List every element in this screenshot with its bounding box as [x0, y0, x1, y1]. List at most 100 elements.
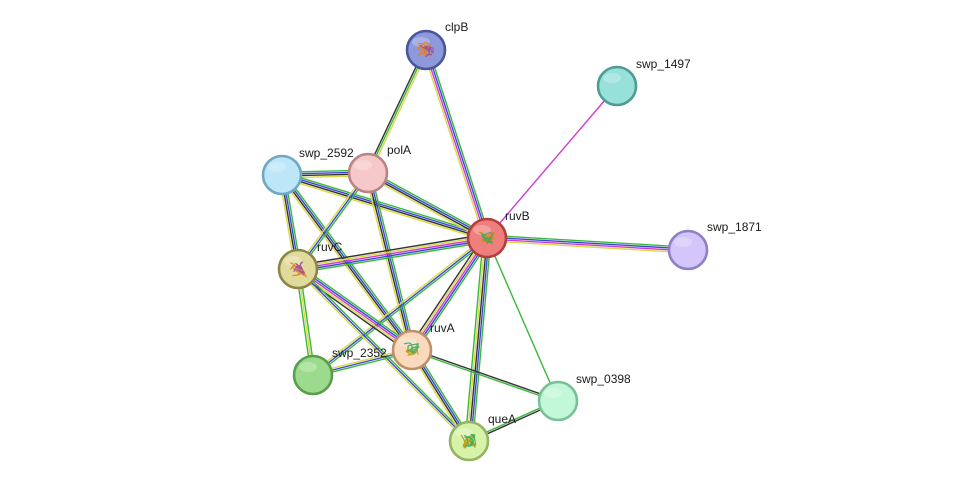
edge-channel-green [299, 265, 415, 348]
edge-channel-yellow [279, 176, 411, 353]
node-label-swp_1497: swp_1497 [636, 57, 691, 71]
edge-channel-green [472, 238, 492, 442]
node-swp_1497[interactable]: swp_1497 [596, 57, 691, 107]
edge-ruvA-swp_0398 [411, 348, 559, 403]
edge-channel-magenta [297, 237, 488, 270]
node-highlight [284, 256, 302, 266]
edge-channel-green [411, 350, 558, 403]
node-circle [292, 354, 334, 396]
edge-channel-blue [368, 171, 488, 238]
edge-ruvB-ruvC [297, 233, 488, 274]
edge-channel-yellow [280, 177, 487, 242]
edge-channel-yellow [366, 174, 486, 242]
edges-layer [278, 48, 689, 443]
edge-channel-yellow [409, 236, 487, 350]
node-circle [537, 380, 579, 422]
node-ruvb[interactable]: ruvB [466, 209, 530, 259]
node-highlight [544, 388, 562, 398]
edge-swp_2592-ruvB [280, 171, 489, 242]
edge-ruvB-queA [464, 237, 492, 442]
edge-channel-green [486, 237, 559, 402]
node-swp_1871[interactable]: swp_1871 [667, 220, 762, 271]
edge-channel-yellow [364, 173, 410, 351]
edge-channel-blue [412, 238, 490, 352]
edge-channel-yellow [296, 269, 469, 443]
node-label-clpb: clpB [445, 20, 468, 34]
node-label-swp_2352: swp_2352 [332, 346, 387, 360]
edge-channel-yellow [466, 237, 486, 441]
protein-structure-icon [403, 342, 420, 356]
edge-ruvB-ruvA [408, 235, 491, 353]
node-highlight [603, 73, 621, 83]
edge-channel-black [281, 175, 487, 240]
node-circle [596, 65, 638, 107]
protein-structure-icon [460, 433, 477, 449]
edge-polA-ruvB [366, 169, 489, 242]
edge-ruvB-swp_0398 [486, 237, 559, 402]
edge-channel-green [369, 169, 489, 237]
edge-swp_1497-ruvB [486, 85, 618, 239]
node-highlight [473, 225, 491, 235]
edge-polA-ruvA [364, 172, 416, 351]
edge-ruvB-swp_2352 [311, 235, 489, 378]
node-pola[interactable]: polA [347, 143, 411, 194]
edge-channel-blue [470, 238, 490, 442]
node-label-ruvc: ruvC [317, 240, 343, 254]
protein-structure-icon [416, 41, 434, 58]
edge-channel-green [464, 237, 484, 441]
node-highlight [299, 362, 317, 372]
node-label-pola: polA [387, 143, 411, 157]
node-highlight [412, 37, 430, 47]
edge-channel-black [412, 348, 559, 401]
node-ruvc[interactable]: ruvC [277, 240, 343, 290]
node-highlight [398, 337, 416, 347]
edge-channel-blue [426, 49, 489, 238]
node-ruva[interactable]: ruvA [391, 321, 455, 371]
edge-channel-blue [298, 266, 414, 350]
node-highlight [354, 160, 372, 170]
edge-channel-green [428, 48, 491, 238]
edge-channel-yellow [422, 50, 485, 240]
edge-channel-yellow [297, 235, 487, 268]
node-quea[interactable]: queA [448, 412, 516, 462]
edge-channel-black [367, 173, 487, 240]
edge-channel-green [370, 172, 416, 350]
edge-channel-green [313, 238, 489, 378]
node-label-quea: queA [488, 412, 516, 426]
node-highlight [455, 428, 473, 438]
node-label-swp_2592: swp_2592 [299, 146, 354, 160]
edge-clpB-polA [365, 48, 429, 175]
edge-channel-black [366, 173, 412, 351]
nodes-layer: clpB swp_1497 swp_2592 polA ruvB swp_1871 ruvC… [261, 20, 762, 462]
edge-channel-blue [282, 173, 488, 238]
node-label-swp_1871: swp_1871 [707, 220, 762, 234]
node-highlight [268, 162, 286, 172]
node-label-ruva: ruvA [430, 321, 455, 335]
node-swp_2592[interactable]: swp_2592 [261, 146, 354, 196]
edge-channel-black [297, 233, 487, 266]
node-swp_0398[interactable]: swp_0398 [537, 372, 631, 422]
edge-channel-black [408, 235, 485, 349]
edge-channel-green [414, 239, 491, 353]
edge-channel-yellow [311, 235, 487, 375]
edge-channel-blue [282, 174, 414, 350]
edge-channel-black [468, 237, 488, 442]
node-swp_2352[interactable]: swp_2352 [292, 346, 387, 396]
edge-channel-black [365, 48, 425, 173]
edge-channel-blue [487, 236, 689, 250]
edge-channel-magenta [486, 238, 688, 252]
edge-clpB-ruvB [422, 48, 491, 240]
edge-channel-yellow [486, 240, 688, 254]
edge-channel-blue [368, 172, 414, 350]
node-highlight [674, 237, 692, 247]
edge-channel-magenta [411, 237, 488, 351]
node-clpb[interactable]: clpB [405, 20, 468, 71]
edge-channel-green [298, 241, 488, 274]
edge-channel-green [282, 171, 489, 236]
edge-channel-blue [298, 239, 488, 272]
node-circle [667, 229, 709, 271]
edge-channel-magenta [297, 268, 413, 351]
edge-ruvB-swp_1871 [486, 234, 689, 254]
edge-channel-green [367, 49, 427, 174]
